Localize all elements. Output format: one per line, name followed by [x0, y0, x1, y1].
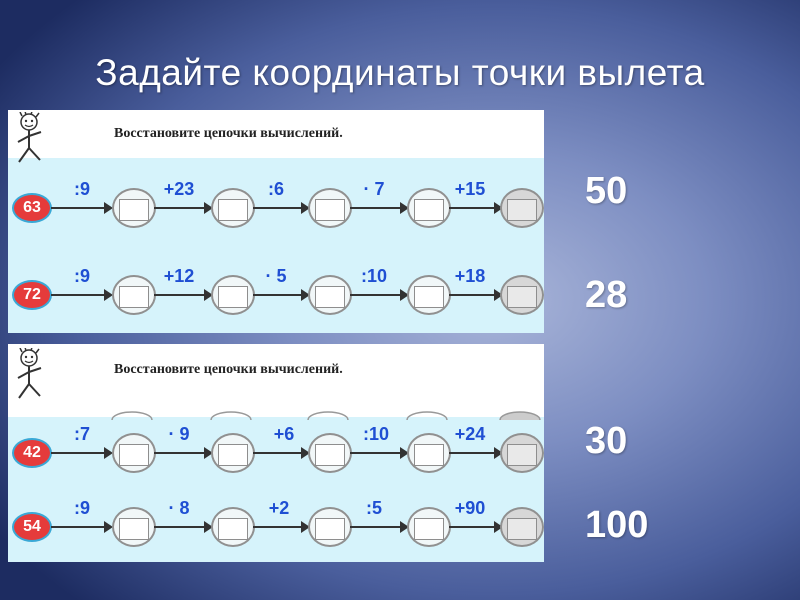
chain-band — [8, 158, 544, 333]
answer-value: 100 — [585, 504, 649, 546]
chain-start-number: 63 — [12, 193, 52, 223]
operation-label: :9 — [73, 179, 90, 199]
answer-box[interactable] — [507, 199, 537, 221]
answer-box[interactable] — [315, 444, 345, 466]
answer-circle — [112, 188, 156, 228]
answer-box[interactable] — [414, 199, 444, 221]
answer-value: 30 — [585, 420, 628, 462]
answer-box[interactable] — [218, 518, 248, 540]
answer-circle — [211, 275, 255, 315]
answer-box[interactable] — [414, 286, 444, 308]
answer-box[interactable] — [218, 286, 248, 308]
exercise-panel-bottom: Восстановите цепочки вычислений. 42 :7 ·… — [8, 344, 544, 562]
final-answer-circle — [500, 433, 544, 473]
answer-circle — [308, 507, 352, 547]
answer-box[interactable] — [315, 286, 345, 308]
answer-box[interactable] — [119, 286, 149, 308]
answer-box[interactable] — [507, 444, 537, 466]
operation-label: :5 — [365, 498, 382, 518]
operation-label: · 7 — [363, 179, 385, 199]
answer-value: 28 — [585, 274, 628, 316]
operation-label: +90 — [454, 498, 486, 518]
chain-row: 63 :9 +23 :6 · 7 +15 — [8, 179, 544, 231]
operation-label: +12 — [163, 266, 195, 286]
answer-circle — [308, 188, 352, 228]
operation-label: · 9 — [168, 424, 190, 444]
operation-label: :9 — [73, 498, 90, 518]
operation-label: :6 — [267, 179, 284, 199]
slide-title: Задайте координаты точки вылета — [95, 52, 705, 93]
answer-box[interactable] — [119, 518, 149, 540]
answer-value: 50 — [585, 170, 628, 212]
chain-row: 42 :7 · 9 +6 :10 +24 — [8, 424, 544, 476]
answer-circle — [112, 507, 156, 547]
answer-box[interactable] — [414, 518, 444, 540]
chain-start-number: 54 — [12, 512, 52, 542]
operation-label: +23 — [163, 179, 195, 199]
operation-label: :10 — [362, 424, 389, 444]
answer-box[interactable] — [218, 444, 248, 466]
answer-circle — [407, 275, 451, 315]
chain-start-number: 72 — [12, 280, 52, 310]
final-answer-circle — [500, 507, 544, 547]
operation-label: · 5 — [265, 266, 287, 286]
operation-label: +6 — [273, 424, 295, 444]
answer-box[interactable] — [119, 444, 149, 466]
answer-box[interactable] — [218, 199, 248, 221]
cropped-chain-residue — [111, 411, 541, 420]
operation-label: +18 — [454, 266, 486, 286]
answer-box[interactable] — [507, 286, 537, 308]
operation-label: +2 — [268, 498, 290, 518]
answer-circle — [308, 433, 352, 473]
operation-label: :7 — [73, 424, 90, 444]
answer-box[interactable] — [315, 518, 345, 540]
answer-circle — [407, 188, 451, 228]
operation-label: +24 — [454, 424, 486, 444]
panel-header: Восстановите цепочки вычислений. — [114, 126, 343, 141]
answer-circle — [211, 507, 255, 547]
final-answer-circle — [500, 188, 544, 228]
answer-box[interactable] — [315, 199, 345, 221]
chain-start-number: 42 — [12, 438, 52, 468]
answer-circle — [112, 275, 156, 315]
running-kid-icon — [17, 348, 42, 399]
final-answer-circle — [500, 275, 544, 315]
operation-label: +15 — [454, 179, 486, 199]
chain-row: 54 :9 · 8 +2 :5 +90 — [8, 498, 544, 550]
operation-label: · 8 — [168, 498, 190, 518]
operation-label: :10 — [360, 266, 387, 286]
answer-box[interactable] — [507, 518, 537, 540]
exercise-panel-top: Восстановите цепочки вычислений. 63 :9 +… — [8, 110, 544, 333]
answer-box[interactable] — [119, 199, 149, 221]
answer-circle — [211, 433, 255, 473]
running-kid-icon — [17, 112, 42, 163]
chain-band — [8, 417, 544, 562]
chain-row: 72 :9 +12 · 5 :10 +18 — [8, 266, 544, 318]
operation-label: :9 — [73, 266, 90, 286]
answer-box[interactable] — [414, 444, 444, 466]
panel-header: Восстановите цепочки вычислений. — [114, 362, 343, 377]
